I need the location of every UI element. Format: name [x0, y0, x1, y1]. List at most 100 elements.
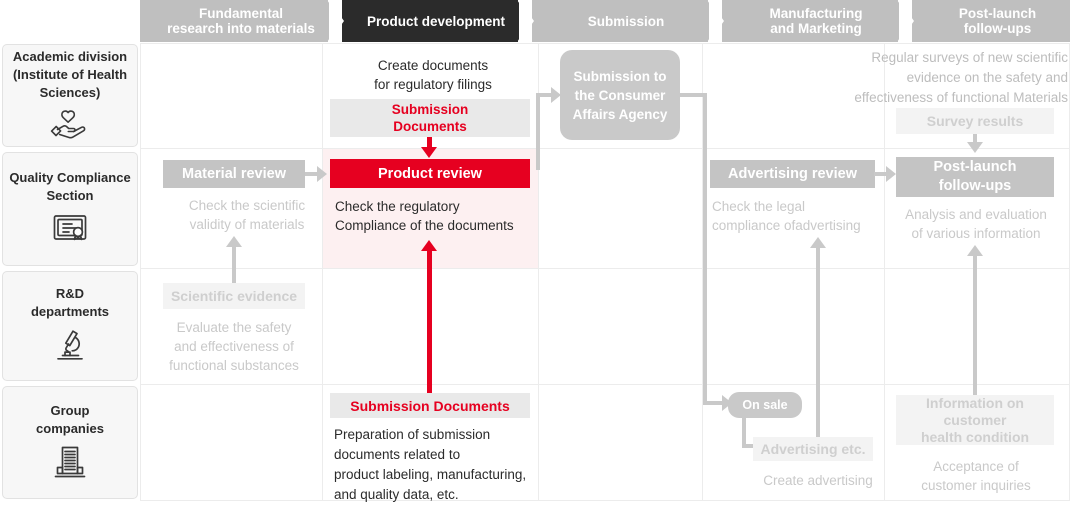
chip-line2: customer — [943, 411, 1007, 428]
microscope-icon — [53, 328, 87, 367]
heart-in-hand-icon — [49, 109, 91, 144]
sidebar-title-line1: R&D — [55, 286, 85, 301]
phase-label: Product development — [366, 13, 506, 29]
arrow-right-to-onsale — [722, 395, 732, 411]
chip-label: Material review — [182, 166, 286, 182]
phase-fundamental-research[interactable]: Fundamental research into materials — [140, 0, 342, 42]
chip-survey-results[interactable]: Survey results — [896, 108, 1054, 134]
chip-line3: Affairs Agency — [572, 106, 668, 122]
caption-line1: Acceptance of — [933, 459, 1019, 474]
caption-line1: Preparation of submission — [334, 427, 491, 442]
grid-vline-3 — [702, 43, 703, 501]
caption-line1: Regular surveys of new scientific — [871, 50, 1068, 65]
chip-on-sale[interactable]: On sale — [728, 392, 802, 418]
connector-ads-up-stem — [816, 246, 820, 444]
caption-line1: Check the scientific — [188, 198, 306, 213]
caption-acceptance-inquiries: Acceptance of customer inquiries — [896, 457, 1056, 495]
connector-material-to-product — [305, 172, 319, 176]
phase-label-line1: Fundamental — [198, 6, 283, 21]
phase-label-line1: Manufacturing — [769, 6, 863, 21]
chip-material-review[interactable]: Material review — [163, 160, 305, 188]
caption-line1: Check the regulatory — [335, 199, 460, 214]
sidebar-card-academic-division[interactable]: Academic division (Institute of Health S… — [2, 44, 138, 147]
chip-label: Advertising etc. — [760, 441, 866, 457]
chip-scientific-evidence[interactable]: Scientific evidence — [163, 283, 305, 309]
chip-customer-health-info[interactable]: Information on customer health condition — [896, 395, 1054, 445]
caption-line2: documents related to — [334, 447, 461, 462]
connector-to-submission-h — [536, 93, 554, 97]
sidebar-card-quality-compliance[interactable]: Quality Compliance Section — [2, 152, 138, 266]
caption-line2: and effectiveness of — [174, 339, 294, 354]
caption-preparation-submission-docs: Preparation of submission documents rela… — [334, 425, 544, 505]
chip-label: Product review — [378, 165, 482, 182]
caption-check-scientific-validity: Check the scientific validity of materia… — [167, 196, 327, 234]
grid-hline-1 — [140, 148, 1069, 149]
caption-line1: Evaluate the safety — [176, 320, 292, 335]
chip-line1: Post-launch — [933, 159, 1017, 175]
sidebar-title-line2: companies — [36, 420, 104, 436]
phase-post-launch-followups[interactable]: Post-launch follow-ups — [899, 0, 1070, 42]
chip-advertising-etc[interactable]: Advertising etc. — [753, 437, 873, 461]
chip-submission-documents-academic[interactable]: Submission Documents — [330, 99, 530, 137]
connector-custinfo-up-stem — [973, 254, 977, 399]
phase-header-bar: Fundamental research into materials Prod… — [140, 0, 1070, 42]
caption-line1: Check the legal — [712, 199, 806, 214]
grid-vline-1 — [322, 43, 323, 501]
chip-post-launch-followups[interactable]: Post-launch follow-ups — [896, 157, 1054, 197]
chip-label: Submission Documents — [350, 397, 510, 414]
sidebar-title-line1: Quality Compliance — [9, 170, 131, 185]
connector-to-submission-v — [536, 93, 540, 170]
caption-line2: Compliance of the documents — [335, 218, 514, 233]
phase-notch — [709, 0, 724, 42]
caption-evaluate-safety: Evaluate the safety and effectiveness of… — [160, 318, 308, 375]
connector-to-onsale-h — [703, 401, 725, 405]
chip-line2: follow-ups — [938, 178, 1012, 194]
caption-create-documents: Create documents for regulatory filings — [333, 56, 533, 94]
chip-product-review[interactable]: Product review — [330, 159, 530, 188]
chip-label: Survey results — [926, 113, 1024, 129]
connector-red-down-stem — [427, 137, 432, 148]
phase-notch — [899, 0, 914, 42]
caption-line3: effectiveness of functional Materials — [854, 90, 1068, 105]
phase-submission[interactable]: Submission — [519, 0, 722, 42]
sidebar-title-line2: Section — [46, 188, 94, 203]
sidebar-card-group-companies[interactable]: Group companies — [2, 386, 138, 499]
caption-line2: compliance ofadvertising — [712, 218, 861, 233]
chip-label: On sale — [742, 398, 788, 412]
caption-regular-surveys: Regular surveys of new scientific eviden… — [828, 48, 1068, 108]
connector-evidence-up-stem — [232, 245, 236, 290]
phase-product-development[interactable]: Product development — [329, 0, 532, 42]
phase-label-line1: Post-launch — [958, 6, 1037, 21]
arrow-up-to-advertising-review — [810, 237, 826, 248]
phase-label: Submission — [587, 13, 665, 29]
connector-onsale-down-v — [742, 418, 746, 448]
caption-line: Create advertising — [763, 473, 873, 488]
arrow-up-to-postlaunch-followups — [967, 245, 983, 256]
arrow-right-to-postlaunch — [886, 166, 896, 182]
phase-label-line2: and Marketing — [770, 21, 862, 36]
chip-line1: Information on — [926, 394, 1024, 411]
chip-advertising-review[interactable]: Advertising review — [710, 160, 875, 188]
phase-shape — [912, 0, 1070, 42]
phase-notch — [519, 0, 534, 42]
chip-line2: Documents — [393, 119, 467, 134]
caption-line4: and quality data, etc. — [334, 487, 459, 502]
caption-line2: of various information — [911, 226, 1041, 241]
connector-survey-down-stem — [973, 134, 977, 143]
caption-analysis-evaluation: Analysis and evaluation of various infor… — [896, 205, 1056, 243]
arrow-right-to-submission — [551, 87, 561, 103]
chip-submission-to-caa[interactable]: Submission to the Consumer Affairs Agenc… — [560, 50, 680, 140]
phase-label-line2: follow-ups — [963, 21, 1032, 36]
caption-line3: functional substances — [169, 358, 299, 373]
phase-notch — [329, 0, 344, 42]
grid-hline-top — [140, 43, 1069, 44]
chip-label: Scientific evidence — [170, 288, 298, 304]
chip-label: Advertising review — [728, 166, 857, 182]
sidebar-title-line3: Sciences) — [39, 84, 101, 100]
phase-manufacturing-marketing[interactable]: Manufacturing and Marketing — [709, 0, 912, 42]
connector-submission-down-v — [703, 93, 707, 405]
phase-shape — [722, 0, 898, 42]
sidebar-card-rnd-departments[interactable]: R&D departments — [2, 271, 138, 381]
chip-submission-documents-group[interactable]: Submission Documents — [330, 393, 530, 418]
